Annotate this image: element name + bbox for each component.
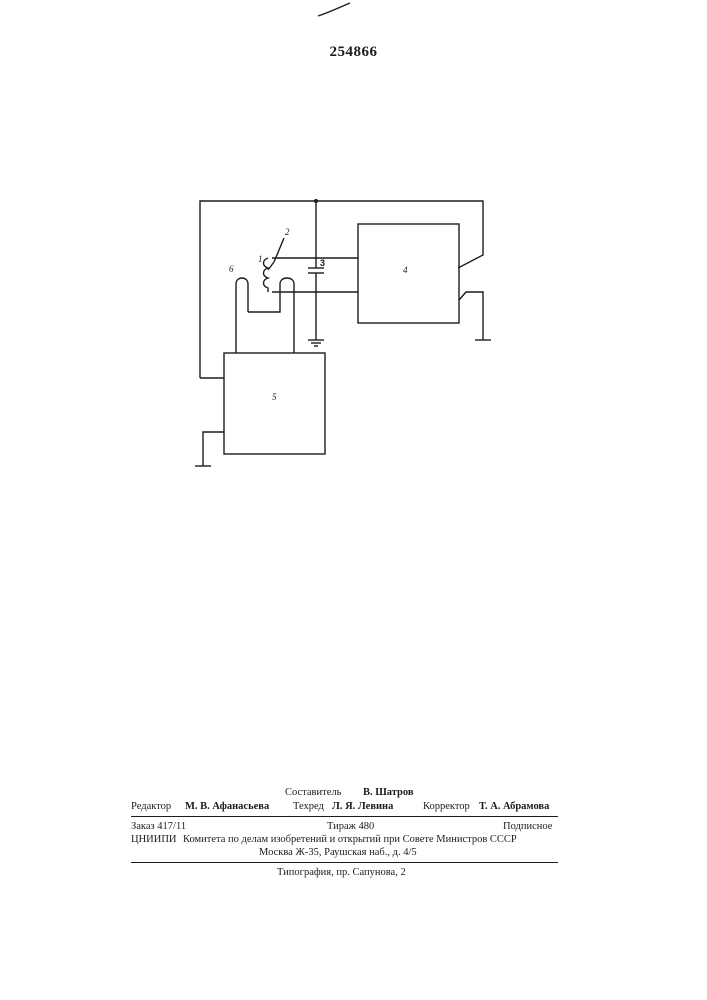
label-block-5: 5 <box>272 392 277 402</box>
techred-role: Техред <box>293 800 324 813</box>
compiler-name: В. Шатров <box>363 786 414 799</box>
printing-house: Типография, пр. Сапунова, 2 <box>277 866 406 879</box>
winding-1 <box>264 258 269 292</box>
coil-6-right <box>248 278 294 353</box>
tap-2-wire <box>268 262 274 270</box>
block-4 <box>358 224 459 323</box>
techred-name: Л. Я. Левина <box>332 800 393 813</box>
coil-6-left <box>236 278 248 353</box>
top-bus-wire <box>200 201 483 378</box>
label-tap-2: 2 <box>285 227 290 237</box>
header-mark <box>318 3 350 16</box>
colophon-divider-top <box>131 816 558 817</box>
corrector-role: Корректор <box>423 800 470 813</box>
label-coil-6: 6 <box>229 264 234 274</box>
corrector-name: Т. А. Абрамова <box>479 800 549 813</box>
label-winding-1: 1 <box>258 254 263 264</box>
block4-ground-wire <box>459 292 483 340</box>
label-block-4: 4 <box>403 265 408 275</box>
subscription: Подписное <box>503 820 552 833</box>
circulation: Тираж 480 <box>327 820 374 833</box>
editor-role: Редактор <box>131 800 171 813</box>
address: Москва Ж-35, Раушская наб., д. 4/5 <box>259 846 417 859</box>
label-capacitor-3: 3 <box>320 258 325 268</box>
block5-ground-wire <box>203 432 224 466</box>
committee: Комитета по делам изобретений и открытий… <box>183 833 517 846</box>
order-number: Заказ 417/11 <box>131 820 186 833</box>
circuit-schematic: 1 2 3 4 5 6 <box>0 0 707 520</box>
colophon-divider-bottom <box>131 862 558 863</box>
editor-name: М. В. Афанасьева <box>185 800 269 813</box>
institute: ЦНИИПИ <box>131 833 177 846</box>
compiler-role: Составитель <box>285 786 341 799</box>
block-5 <box>224 353 325 454</box>
